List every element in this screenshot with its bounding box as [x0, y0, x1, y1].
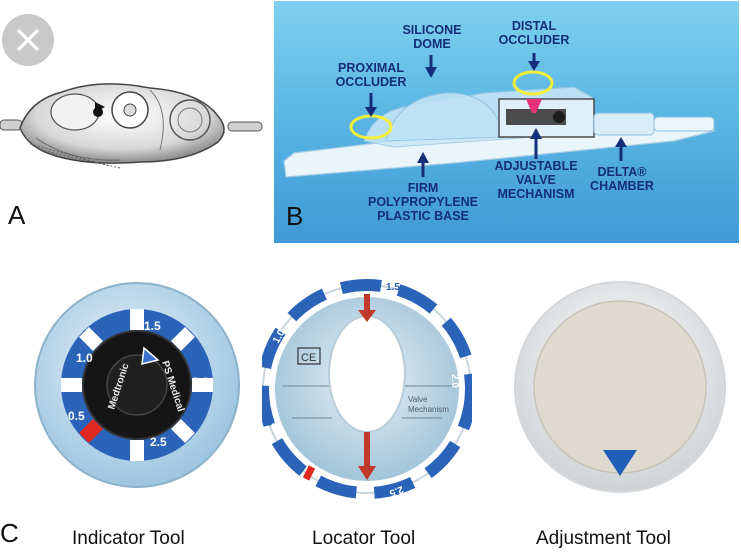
locator-scale-label: 1.5 — [386, 282, 400, 293]
triangle-marker-icon — [603, 450, 637, 476]
callout-proximal-occluder: PROXIMAL OCCLUDER — [335, 61, 407, 89]
callout-silicone-dome: SILICONE DOME — [402, 23, 462, 51]
indicator-scale-label: 2.5 — [150, 435, 167, 449]
indicator-tool: 1.0 1.5 2.0 2.5 0.5 Medtronic PS Medical — [34, 282, 240, 488]
callout-delta-chamber: DELTA® CHAMBER — [590, 165, 654, 193]
indicator-scale-label: 1.5 — [144, 319, 161, 333]
locator-ce-mark: CE — [301, 352, 316, 364]
close-button[interactable] — [2, 14, 54, 66]
locator-scale-label: 0.5 — [264, 412, 275, 426]
indicator-scale-label: 2.0 — [192, 375, 209, 389]
indicator-scale-label: 0.5 — [68, 409, 85, 423]
panel-label-b: B — [286, 201, 304, 231]
adjustment-tool-label: Adjustment Tool — [536, 528, 671, 549]
indicator-tool-label: Indicator Tool — [72, 528, 185, 549]
callout-plastic-base: FIRM POLYPROPYLENE PLASTIC BASE — [368, 181, 478, 223]
locator-window-label: Mechanism — [408, 405, 449, 414]
locator-tool: CE Valve Mechanism 1.0 1.5 2.0 2.5 0.5 — [262, 279, 472, 499]
locator-tool-label: Locator Tool — [312, 528, 416, 549]
valve-photo — [0, 83, 263, 169]
callout-adjustable-valve-mechanism: ADJUSTABLE VALVE MECHANISM — [494, 159, 578, 201]
locator-scale-label: 2.0 — [449, 374, 460, 388]
cross-section-drawing — [283, 53, 715, 178]
locator-scale-label: 2.5 — [387, 483, 404, 498]
panel-label-c: C — [0, 518, 19, 548]
callout-distal-occluder: DISTAL OCCLUDER — [498, 19, 570, 47]
valve-cross-section-diagram: SILICONE DOME DISTAL OCCLUDER PROXIMAL O… — [274, 1, 739, 243]
panel-label-a: A — [8, 200, 26, 230]
adjustment-tool — [514, 281, 726, 493]
close-icon — [17, 29, 39, 51]
locator-window-label: Valve — [408, 395, 428, 404]
indicator-scale-label: 1.0 — [76, 351, 93, 365]
